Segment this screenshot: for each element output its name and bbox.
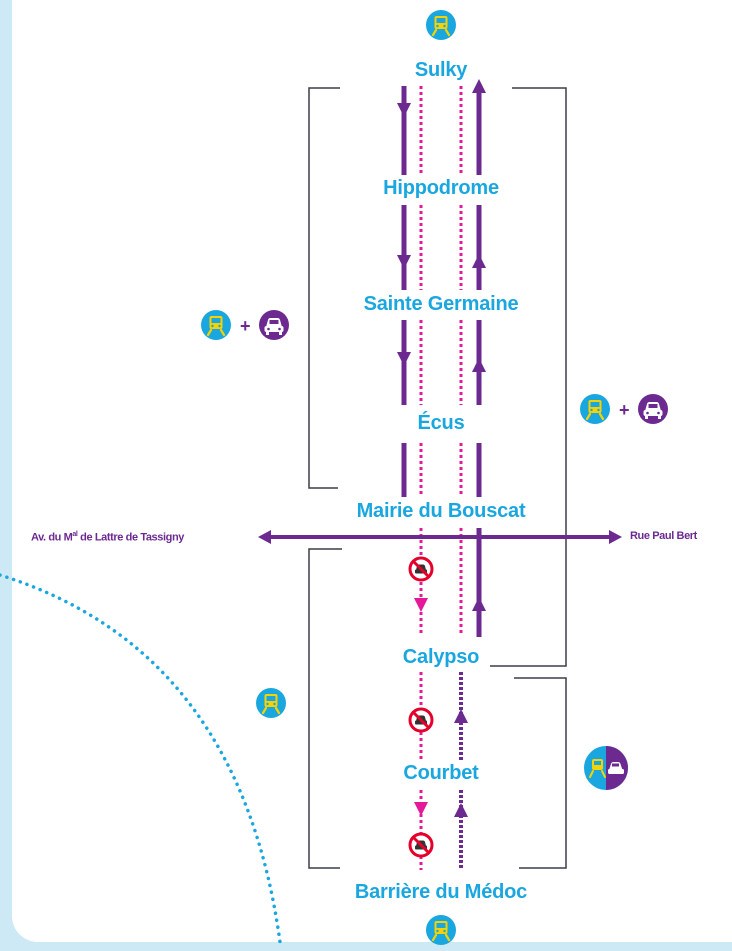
bracket-right-lower [514, 677, 567, 869]
car-icon [638, 394, 668, 424]
direction-arrow-icon [414, 598, 428, 816]
plus-sign: + [240, 316, 251, 336]
plus-sign: + [619, 400, 630, 420]
station-ecus: Écus [417, 412, 465, 434]
station-sainte-germaine: Sainte Germaine [363, 293, 519, 315]
street-label-left-sup: al [72, 531, 78, 538]
station-mairie-du-bouscat: Mairie du Bouscat [356, 500, 526, 522]
tram-icon [199, 308, 233, 342]
bracket-right-upper [490, 87, 567, 667]
no-car-icon [408, 832, 434, 858]
tram-icon [424, 913, 458, 947]
station-hippodrome: Hippodrome [383, 177, 499, 199]
station-courbet: Courbet [403, 762, 479, 784]
no-car-icon [408, 707, 434, 733]
no-car-icon [408, 556, 434, 582]
tram-icon [424, 8, 458, 42]
direction-arrow-icon [397, 79, 486, 611]
street-label-right: Rue Paul Bert [630, 530, 697, 542]
station-sulky: Sulky [414, 59, 468, 81]
tram-icon [254, 686, 288, 720]
station-calypso: Calypso [402, 646, 480, 668]
car-icon [259, 310, 289, 340]
background-dotted-curve [0, 573, 282, 944]
bracket-left-lower [308, 548, 342, 869]
street-label-left-post: de Lattre de Tassigny [77, 531, 184, 544]
bracket-left-upper [308, 87, 340, 489]
cross-street-line [258, 530, 622, 544]
station-barriere-du-medoc: Barrière du Médoc [354, 881, 528, 903]
street-label-left: Av. du Mal de Lattre de Tassigny [31, 531, 184, 544]
direction-arrow-icon [454, 709, 468, 817]
tram-icon [578, 392, 612, 426]
street-label-left-pre: Av. du M [31, 531, 73, 544]
tram-car-icon [584, 746, 628, 790]
